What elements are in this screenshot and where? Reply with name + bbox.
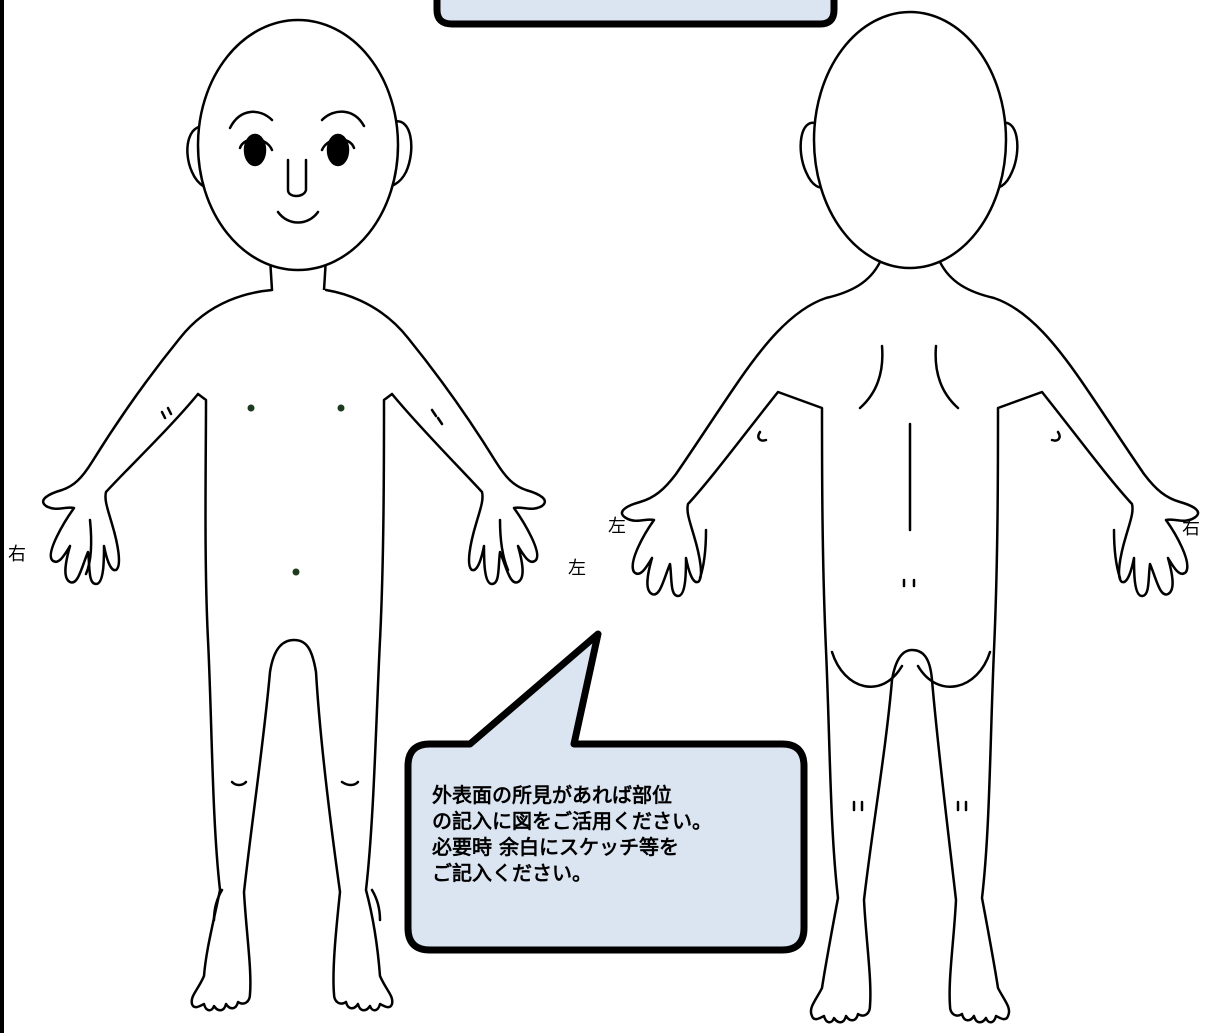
navel — [292, 568, 300, 576]
back-body-figure — [620, 10, 1200, 1024]
top-callout-box — [433, 0, 838, 28]
callout-text: 外表面の所見があれば部位 の記入に図をご活用ください。 必要時 余白にスケッチ等… — [432, 782, 792, 886]
left-edge-border — [0, 0, 4, 1033]
callout-line-1: 外表面の所見があれば部位 — [432, 783, 672, 807]
front-torso-arms — [41, 288, 547, 1012]
left-nipple — [337, 404, 345, 412]
front-right-side-label: 右 — [8, 544, 26, 565]
front-head — [196, 18, 400, 272]
front-left-side-label: 左 — [568, 558, 586, 579]
back-head — [812, 10, 1008, 270]
back-body-details — [698, 344, 1122, 812]
callout-line-4: ご記入ください。 — [432, 861, 592, 885]
front-body-figure — [41, 18, 547, 1012]
callout-bubble — [404, 630, 808, 954]
callout-line-3: 必要時 余白にスケッチ等を — [432, 835, 679, 859]
callout-line-2: の記入に図をご活用ください。 — [432, 809, 712, 833]
back-torso-arms — [620, 260, 1200, 1024]
front-face — [84, 110, 510, 922]
back-right-side-label: 右 — [1182, 518, 1200, 539]
front-body-marks — [247, 404, 345, 576]
right-nipple — [247, 404, 255, 412]
back-left-side-label: 左 — [608, 516, 626, 537]
